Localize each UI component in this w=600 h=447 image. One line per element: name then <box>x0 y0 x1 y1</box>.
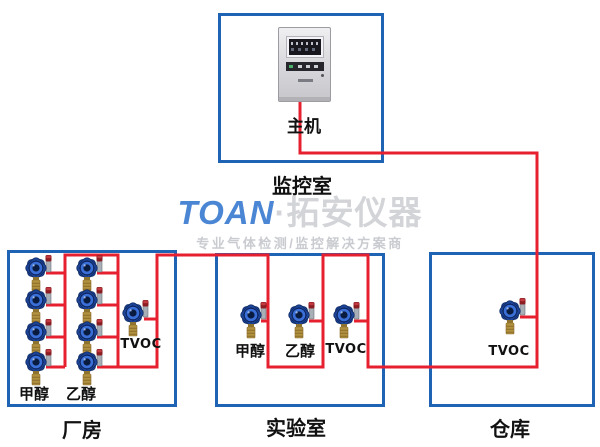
factory-room-box <box>7 250 177 407</box>
controller-base <box>279 97 330 101</box>
lab-tvoc-label: TVOC <box>325 342 367 357</box>
laboratory-room-title: 实验室 <box>266 418 326 440</box>
factory-ethanol-label: 乙醇 <box>65 387 97 403</box>
watermark-logo: TOAN·拓安仪器 <box>0 196 600 230</box>
warehouse-tvoc-label: TVOC <box>488 344 530 359</box>
gas-detector-icon <box>497 296 529 338</box>
controller-button-strip <box>286 62 324 71</box>
watermark: TOAN·拓安仪器 专业气体检测/监控解决方案商 <box>0 196 600 252</box>
factory-room-title: 厂房 <box>62 420 102 442</box>
controller-display-frame <box>286 36 324 58</box>
gas-alarm-controller <box>278 27 331 102</box>
warehouse-room-title: 仓库 <box>490 419 530 441</box>
main-signal-chain <box>63 100 539 369</box>
factory-methanol-label: 甲醇 <box>18 387 50 403</box>
watermark-brand-text: TOAN <box>177 194 275 231</box>
laboratory-room-box <box>215 253 385 407</box>
watermark-brand-suffix: ·拓安仪器 <box>274 194 423 231</box>
lab-ethanol-label: 乙醇 <box>284 344 316 360</box>
factory-tvoc-label: TVOC <box>120 337 162 352</box>
controller-display <box>289 39 321 55</box>
display-digits-row2 <box>291 48 315 51</box>
controller-keyhole <box>321 74 324 77</box>
controller-power-led <box>289 65 293 68</box>
detector-stub-wires <box>46 271 537 369</box>
gas-detector-icon <box>331 300 363 342</box>
gas-detector-icon <box>120 298 152 340</box>
controller-label: 主机 <box>287 117 321 136</box>
controller-brand-label <box>298 79 313 82</box>
watermark-tagline: 专业气体检测/监控解决方案商 <box>196 236 404 251</box>
warehouse-room-box <box>429 252 595 407</box>
lab-methanol-label: 甲醇 <box>234 344 266 360</box>
display-digits <box>291 42 319 45</box>
gas-detector-icon <box>286 300 318 342</box>
controller-buttons <box>298 65 302 68</box>
gas-detector-icon <box>238 300 270 342</box>
monitor-room-title: 监控室 <box>272 176 332 198</box>
monitor-room-box <box>218 13 384 163</box>
